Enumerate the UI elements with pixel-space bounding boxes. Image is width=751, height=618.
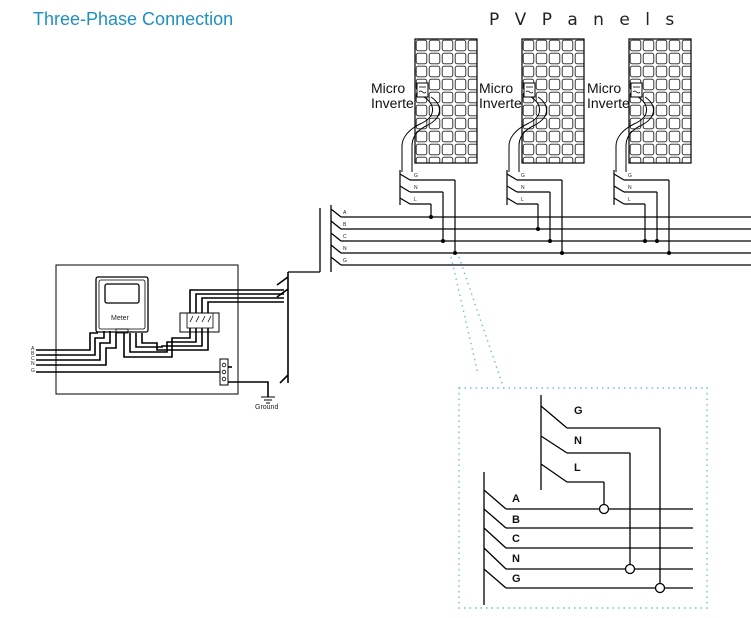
- detail-label-a: A: [512, 493, 520, 505]
- incoming-label-g: G: [31, 368, 35, 374]
- micro-inverter-label-3-line1: Micro: [587, 80, 622, 96]
- drop3-label-g: G: [628, 173, 632, 179]
- drop3-label-l: L: [628, 197, 631, 203]
- detail-label-n: N: [512, 553, 520, 565]
- pv-panel-3: [628, 38, 692, 164]
- pv-panel-2: [521, 38, 585, 164]
- ground-icon: [261, 396, 275, 404]
- meter-label: Meter: [111, 315, 129, 322]
- micro-inverter-label-2: Micro Inverter: [479, 81, 526, 111]
- bus-label-b: B: [343, 222, 347, 228]
- diagram-title: Three-Phase Connection: [33, 9, 234, 29]
- drop1-label-n: N: [414, 185, 418, 191]
- detail-inset-wiring: [483, 395, 693, 605]
- incoming-label-a: A: [31, 346, 35, 352]
- bus-label-n: N: [343, 246, 347, 252]
- incoming-label-c: C: [31, 356, 35, 362]
- micro-inverter-label-3: Micro Inverter: [587, 81, 634, 111]
- micro-inverter-label-2-line2: Inverter: [479, 95, 527, 111]
- detail-label-b: B: [512, 514, 520, 526]
- drop3-label-n: N: [628, 185, 632, 191]
- detail-label-g: G: [512, 573, 521, 585]
- drop1-label-l: L: [414, 197, 417, 203]
- ground-label: Ground: [255, 404, 279, 411]
- micro-inverter-label-1-line1: Micro: [371, 80, 406, 96]
- main-bus: [288, 205, 751, 273]
- breaker-switches: [189, 315, 212, 323]
- micro-inverter-2: [523, 82, 536, 98]
- incoming-label-b: B: [31, 351, 35, 357]
- drop2-label-n: N: [521, 185, 525, 191]
- pv-panels-label: P V P a n e l s: [489, 10, 680, 30]
- drop2-label-g: G: [521, 173, 525, 179]
- drop1-label-g: G: [414, 173, 418, 179]
- incoming-label-n: N: [31, 361, 35, 367]
- micro-inverter-label-2-line1: Micro: [479, 80, 514, 96]
- bus-label-a: A: [343, 210, 347, 216]
- detail-label-c: C: [512, 533, 520, 545]
- micro-inverter-label-3-line2: Inverter: [587, 95, 635, 111]
- detail-inset-border: [458, 387, 708, 609]
- bus-label-c: C: [343, 234, 347, 240]
- pv-panel-1: [414, 38, 478, 164]
- detail-leader: [450, 256, 504, 387]
- micro-inverter-1: [416, 82, 429, 98]
- drop2-label-l: L: [521, 197, 524, 203]
- detail-label-l-drop: L: [574, 462, 581, 474]
- pv-cables: [401, 96, 654, 172]
- bus-label-g: G: [343, 258, 347, 264]
- micro-inverter-3: [630, 82, 643, 98]
- micro-inverter-label-1-line2: Inverter: [371, 95, 419, 111]
- meter-panel: [55, 264, 239, 395]
- detail-label-g-drop: G: [574, 405, 583, 417]
- meter-wiring: [36, 272, 289, 397]
- micro-inverter-label-1: Micro Inverter: [371, 81, 418, 111]
- detail-label-n-drop: N: [574, 435, 582, 447]
